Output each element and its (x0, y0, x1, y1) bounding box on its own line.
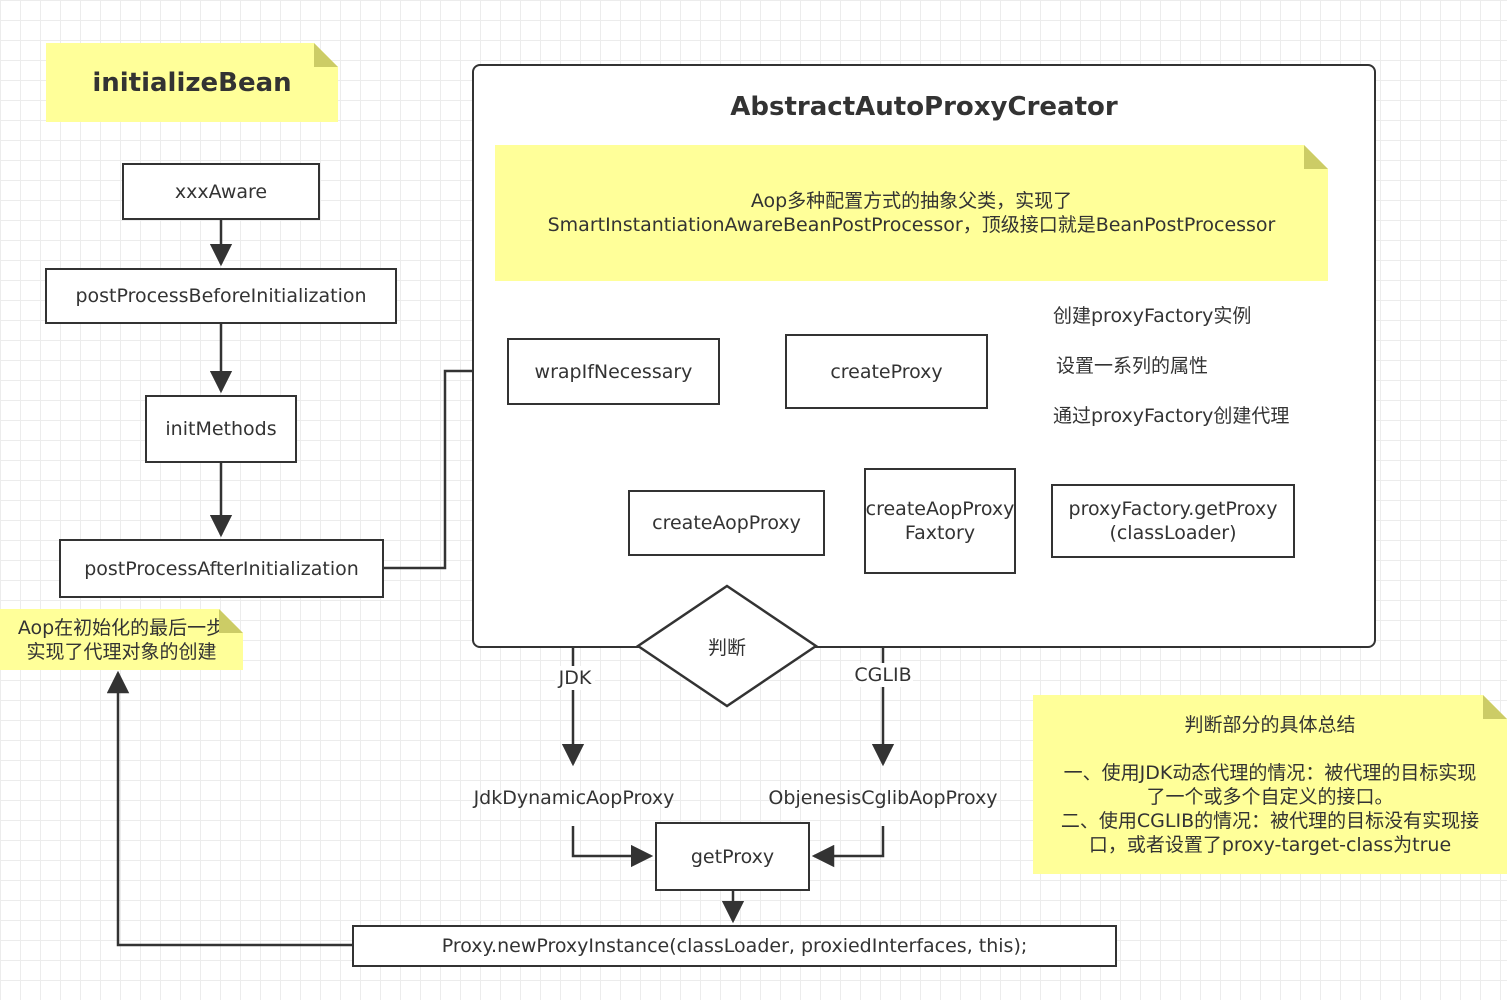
initialize-bean-title: initializeBean (92, 67, 292, 98)
edge-newinstance-to-note (106, 670, 352, 947)
summary-note-line-3: 二、使用CGLIB的情况：被代理的目标没有实现接 (1060, 809, 1480, 832)
edge-cglib-to-getproxy (811, 826, 885, 868)
edge-decision-jdk (561, 644, 638, 767)
step-set-properties: 设置一系列的属性 (1056, 355, 1209, 377)
proxy-factory-get-proxy-box[interactable]: proxyFactory.getProxy (classLoader) (1051, 484, 1295, 558)
initialize-bean-note: initializeBean (46, 43, 338, 122)
decision-diamond[interactable] (636, 584, 818, 708)
create-proxy-box[interactable]: createProxy (785, 334, 988, 409)
summary-note-line-4: 口，或者设置了proxy-target-class为true (1088, 833, 1452, 856)
jdk-label: JDK (555, 666, 595, 690)
container-note: Aop多种配置方式的抽象父类，实现了 SmartInstantiationAwa… (495, 145, 1328, 281)
summary-note-title: 判断部分的具体总结 (1184, 713, 1356, 736)
create-aop-proxy-factory-box[interactable]: createAopProxy Faxtory (864, 468, 1016, 574)
aop-init-note-text: Aop在初始化的最后一步 实现了代理对象的创建 (17, 616, 226, 663)
post-process-before-initialization-box[interactable]: postProcessBeforeInitialization (45, 268, 397, 324)
get-proxy-box[interactable]: getProxy (655, 822, 810, 891)
aop-init-note: Aop在初始化的最后一步 实现了代理对象的创建 (0, 609, 243, 670)
edge-jdk-to-getproxy (571, 826, 654, 868)
init-methods-box[interactable]: initMethods (145, 395, 297, 463)
summary-note-line-1: 一、使用JDK动态代理的情况：被代理的目标实现 (1063, 761, 1477, 784)
proxy-new-proxy-instance-box[interactable]: Proxy.newProxyInstance(classLoader, prox… (352, 925, 1117, 967)
create-aop-proxy-box[interactable]: createAopProxy (628, 490, 825, 556)
summary-note: 判断部分的具体总结 一、使用JDK动态代理的情况：被代理的目标实现 了一个或多个… (1033, 695, 1507, 874)
post-process-after-initialization-box[interactable]: postProcessAfterInitialization (59, 539, 384, 598)
summary-note-line-2: 了一个或多个自定义的接口。 (1146, 785, 1394, 808)
container-title: AbstractAutoProxyCreator (730, 92, 1118, 122)
decision-label: 判断 (707, 637, 746, 659)
jdk-dynamic-aop-proxy-label: JdkDynamicAopProxy (473, 787, 675, 809)
step-create-proxy-factory: 创建proxyFactory实例 (1053, 305, 1252, 327)
xxx-aware-box[interactable]: xxxAware (122, 163, 320, 220)
step-create-via-factory: 通过proxyFactory创建代理 (1053, 405, 1290, 427)
objenesis-cglib-aop-proxy-label: ObjenesisCglibAopProxy (768, 787, 998, 809)
cglib-label: CGLIB (853, 663, 913, 687)
container-note-text: Aop多种配置方式的抽象父类，实现了 SmartInstantiationAwa… (547, 190, 1276, 236)
wrap-if-necessary-box[interactable]: wrapIfNecessary (507, 338, 720, 405)
